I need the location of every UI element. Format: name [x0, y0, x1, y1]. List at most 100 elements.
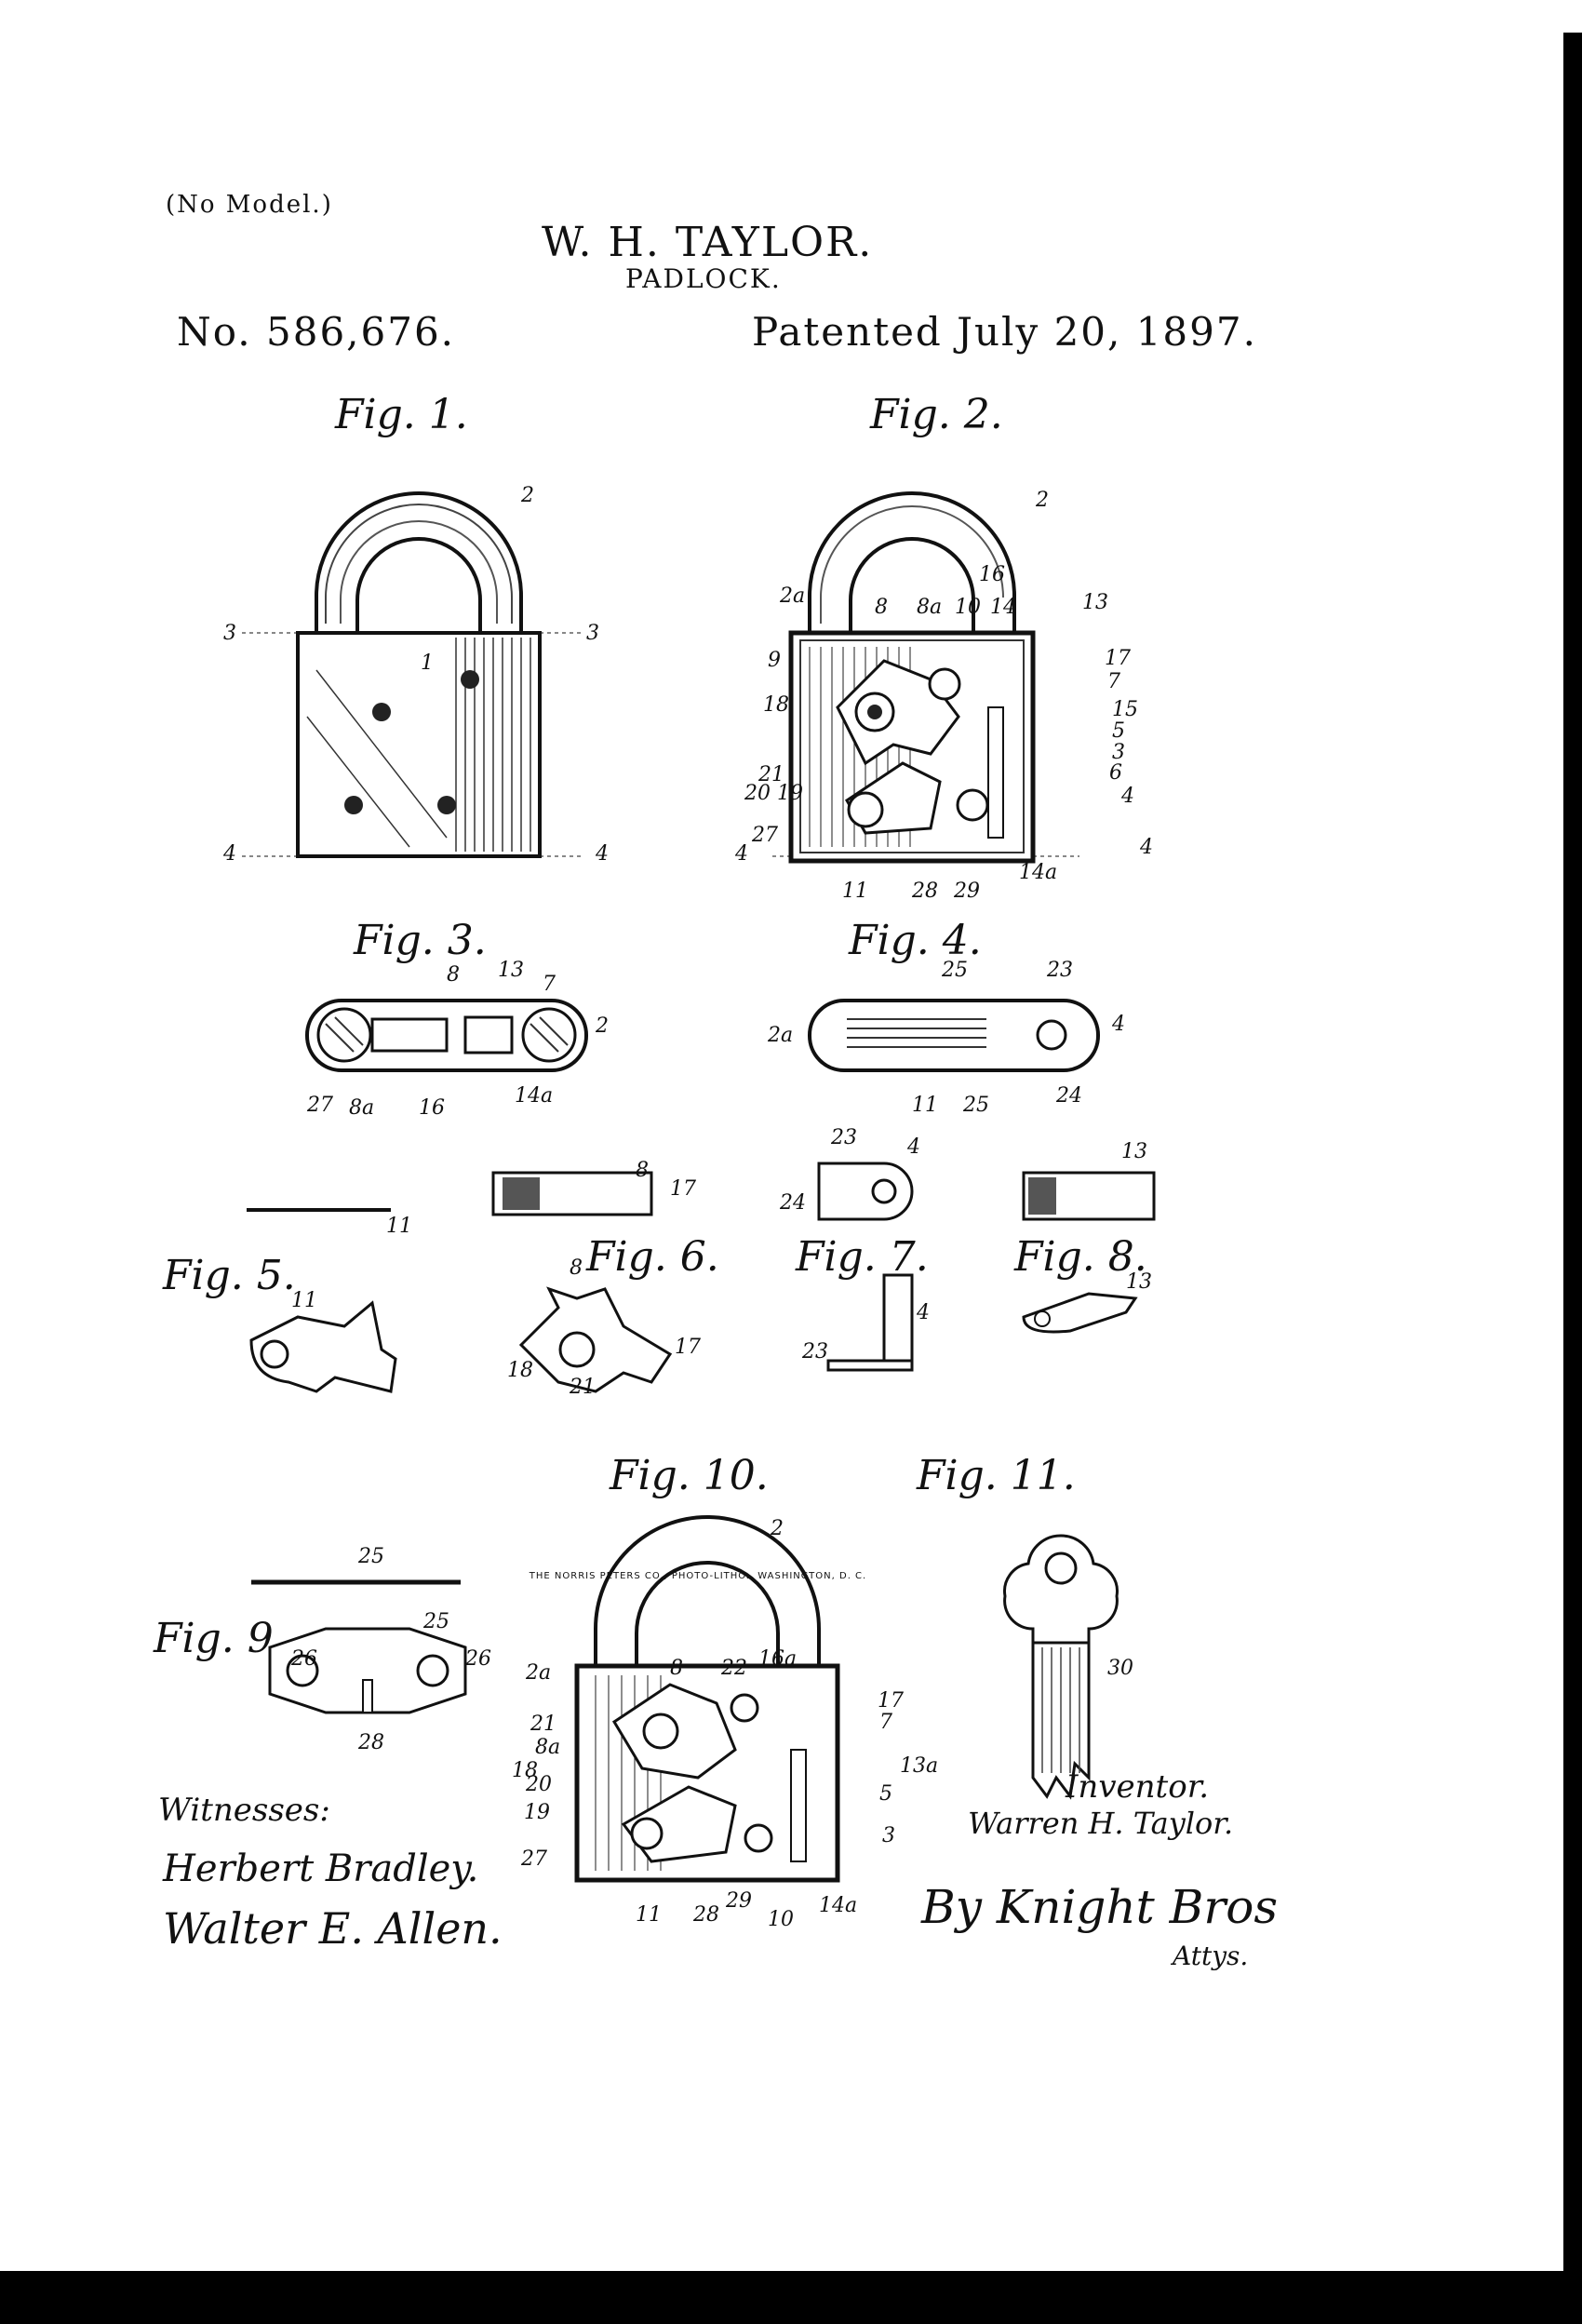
fig4-ref-11: 11: [912, 1094, 938, 1117]
fig7-ref-4-top: 4: [907, 1135, 920, 1159]
fig1-ref-4-right: 4: [596, 842, 609, 866]
fig2-ref-15: 15: [1112, 698, 1138, 721]
fig10-ref-3: 3: [882, 1824, 895, 1847]
fig3-ref-8: 8: [447, 963, 460, 987]
fig10-label: Fig. 10.: [610, 1452, 769, 1499]
fig7-post: [817, 1162, 914, 1372]
fig6-ref-8-top: 8: [636, 1159, 649, 1182]
fig5-ref-11-top: 11: [386, 1215, 412, 1238]
lithographer-credit: THE NORRIS PETERS CO., PHOTO-LITHO., WAS…: [529, 1571, 867, 1581]
fig10-ref-22: 22: [721, 1657, 747, 1680]
fig10-padlock-interior: [574, 1515, 840, 1883]
fig3-ref-27: 27: [307, 1094, 333, 1117]
no-model-note: (No Model.): [166, 191, 333, 219]
fig2-ref-4-right: 4: [1140, 836, 1153, 859]
fig1-ref-4-left: 4: [223, 842, 236, 866]
fig2-ref-4-left: 4: [735, 842, 748, 866]
fig4-ref-23: 23: [1047, 959, 1073, 982]
fig10-ref-14a: 14a: [819, 1894, 858, 1917]
fig2-ref-2a: 2a: [780, 584, 806, 608]
fig2-ref-11: 11: [842, 880, 868, 903]
fig2-ref-29: 29: [954, 880, 980, 903]
fig2-ref-4: 4: [1121, 785, 1134, 808]
fig2-label: Fig. 2.: [870, 391, 1003, 438]
fig10-ref-5: 5: [879, 1782, 892, 1806]
fig6-ref-21: 21: [570, 1376, 596, 1399]
fig8-pawl: [1022, 1171, 1156, 1334]
patent-number: No. 586,676.: [177, 309, 456, 355]
fig7-ref-4: 4: [917, 1301, 930, 1324]
fig10-ref-7: 7: [879, 1711, 892, 1734]
fig4-ref-25-top: 25: [942, 959, 968, 982]
inventor-name: W. H. TAYLOR.: [542, 219, 874, 266]
fig1-ref-3-left: 3: [223, 622, 236, 645]
fig3-ref-16: 16: [419, 1096, 445, 1120]
fig7-label: Fig. 7.: [796, 1233, 929, 1281]
fig4-ref-25: 25: [963, 1094, 989, 1117]
fig3-ref-13: 13: [498, 959, 524, 982]
fig5-label: Fig. 5.: [163, 1252, 296, 1299]
fig6-ref-8: 8: [570, 1256, 583, 1280]
fig3-ref-14a: 14a: [515, 1084, 554, 1108]
fig5-ref-11: 11: [291, 1289, 317, 1312]
fig8-label: Fig. 8.: [1014, 1233, 1147, 1281]
witnesses-label: Witnesses:: [158, 1792, 330, 1829]
fig1-ref-2: 2: [521, 484, 534, 507]
fig6-lever: [491, 1171, 673, 1393]
fig6-ref-17-top: 17: [670, 1177, 696, 1201]
fig2-ref-14: 14: [990, 596, 1016, 619]
inventor-label: Inventor.: [1066, 1768, 1210, 1806]
witness-signature-1: Herbert Bradley.: [163, 1847, 479, 1890]
fig2-ref-18: 18: [763, 693, 789, 717]
fig10-ref-21: 21: [530, 1713, 556, 1736]
fig9-ref-28: 28: [358, 1731, 384, 1754]
fig2-padlock-interior: [772, 491, 1079, 864]
fig10-ref-29: 29: [726, 1889, 752, 1913]
fig10-ref-16a: 16a: [758, 1647, 798, 1671]
fig9-ref-26-right: 26: [465, 1647, 491, 1671]
fig3-ref-8a: 8a: [349, 1096, 375, 1120]
attorneys-label: Attys.: [1173, 1941, 1249, 1971]
fig3-ref-2: 2: [596, 1014, 609, 1038]
fig8-ref-13: 13: [1126, 1270, 1152, 1294]
attorney-signature: By Knight Bros: [921, 1880, 1279, 1934]
fig1-ref-1: 1: [421, 652, 434, 675]
fig2-ref-16: 16: [979, 563, 1005, 586]
fig1-ref-3-right: 3: [586, 622, 599, 645]
scan-edge-right: [1563, 33, 1582, 2324]
fig10-ref-18: 18: [512, 1759, 538, 1782]
fig10-ref-19: 19: [524, 1801, 550, 1824]
patent-date: Patented July 20, 1897.: [752, 309, 1257, 355]
fig9-ref-25: 25: [423, 1610, 449, 1633]
fig2-ref-20-19: 20 19: [744, 782, 803, 805]
fig7-ref-24: 24: [780, 1191, 806, 1215]
fig10-ref-27: 27: [521, 1847, 547, 1871]
fig2-ref-14a: 14a: [1019, 861, 1058, 884]
fig2-ref-28: 28: [912, 880, 938, 903]
fig10-ref-8a: 8a: [535, 1736, 561, 1759]
fig3-ref-7: 7: [543, 973, 556, 996]
inventor-signature: Warren H. Taylor.: [968, 1806, 1234, 1841]
fig2-ref-17: 17: [1105, 647, 1131, 670]
fig10-ref-2: 2: [771, 1517, 784, 1540]
fig10-ref-13a: 13a: [900, 1754, 939, 1778]
invention-title: PADLOCK.: [625, 263, 782, 294]
fig4-ref-4: 4: [1112, 1013, 1125, 1036]
fig4-ref-2a: 2a: [768, 1024, 794, 1047]
scan-edge-bottom: [0, 2271, 1582, 2324]
fig1-padlock-exterior: [242, 491, 582, 858]
fig9-plate: [251, 1579, 467, 1714]
fig10-ref-20: 20: [526, 1773, 552, 1796]
fig2-ref-21: 21: [758, 763, 784, 786]
fig10-ref-28: 28: [693, 1903, 719, 1927]
fig2-ref-6: 6: [1109, 761, 1122, 785]
fig2-ref-10: 10: [955, 596, 981, 619]
fig9-ref-25-top: 25: [358, 1545, 384, 1568]
fig1-label: Fig. 1.: [335, 391, 468, 438]
fig6-ref-18: 18: [507, 1359, 533, 1382]
fig3-section: [305, 999, 588, 1072]
fig11-label: Fig. 11.: [917, 1452, 1076, 1499]
fig9-ref-26-left: 26: [291, 1647, 317, 1671]
fig2-ref-13: 13: [1082, 591, 1108, 614]
fig2-ref-8a: 8a: [917, 596, 943, 619]
